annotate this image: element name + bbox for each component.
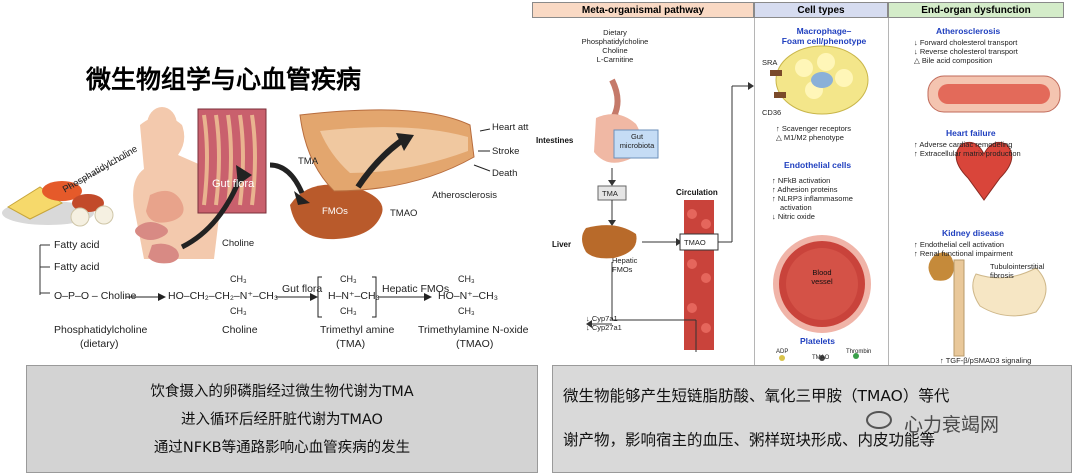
circulation-label: Circulation — [676, 188, 718, 197]
kidney-disease-title: Kidney disease — [942, 228, 1004, 238]
choline-name: Choline — [222, 324, 258, 336]
right-caption-line-2: 谢产物，影响宿主的血压、粥样斑块形成、内皮功能等 — [563, 431, 936, 449]
page-title: 微生物组学与心血管疾病 — [86, 65, 362, 94]
heart-attack-label: Heart att — [492, 122, 529, 133]
death-label: Death — [492, 168, 518, 179]
wechat-icon — [866, 411, 892, 429]
cd36-label: CD36 — [762, 108, 782, 117]
kidney-icon — [928, 252, 954, 281]
liver-label: Liver — [552, 240, 572, 249]
column-divider — [888, 18, 889, 365]
header-end-organ: End-organ dysfunction — [888, 2, 1064, 18]
thrombin-label: Thrombin — [846, 349, 872, 355]
tma-formula: H–N⁺–CH₃ — [328, 290, 380, 302]
meta-organismal-figure — [582, 45, 1061, 361]
kidney-effects: ↑ Endothelial cell activation↑ Renal fun… — [914, 240, 1013, 258]
intestines-label: Intestines — [536, 136, 574, 145]
tubule-icon — [953, 259, 965, 357]
ch3-label: CH₃ — [230, 306, 247, 316]
tmao-abbr: (TMAO) — [456, 338, 494, 350]
macrophage-title: Macrophage–Foam cell/phenotype — [781, 26, 867, 46]
gut-microbiota-box — [613, 129, 659, 159]
ch3-label: CH₃ — [458, 274, 475, 284]
header-cell-types: Cell types — [754, 2, 888, 18]
caption-line-2: 进入循环后经肝脏代谢为TMAO — [181, 412, 383, 428]
choline-formula: HO–CH₂–CH₂–N⁺–CH₃ — [168, 290, 279, 302]
tmao-formula: HO–N⁺–CH₃ — [438, 290, 498, 302]
hepatic-fmos-step: Hepatic FMOs — [382, 283, 450, 295]
tma-name: Trimethyl amine — [320, 324, 395, 336]
stomach-icon — [146, 190, 184, 223]
right-caption-box: 微生物能够产生短链脂肪酸、氧化三甲胺（TMAO）等代 谢产物，影响宿主的血压、粥… — [552, 365, 1072, 473]
liver-icon — [290, 184, 383, 240]
tma-abbr: (TMA) — [336, 338, 366, 350]
sra-label: SRA — [762, 58, 778, 67]
macrophage-effects: ↑ Scavenger receptors△ M1/M2 phenotype — [776, 124, 852, 142]
pc-formula: O–P–O – Choline — [54, 290, 137, 302]
tmao-box-label: TMAO — [684, 238, 706, 247]
caption-line-3: 通过NFKB等通路影响心血管疾病的发生 — [153, 440, 411, 456]
heart-icon — [955, 141, 1013, 201]
platelets-title: Platelets — [800, 336, 835, 346]
heart-failure-effects: ↑ Adverse cardiac remodeling↑ Extracellu… — [914, 140, 1021, 158]
tmao-pathway-illustration — [2, 107, 491, 318]
ch3-label: CH₃ — [340, 306, 357, 316]
liver-icon — [582, 225, 637, 259]
cyp-label: ↓ Cyp7a1↓ Cyp27a1 — [586, 314, 622, 332]
egg-icon — [94, 205, 114, 225]
gut-flora-label: Gut flora — [212, 178, 255, 190]
adp-label: ADP — [776, 349, 789, 355]
atherosclerosis-effects: ↓ Forward cholesterol transport↓ Reverse… — [914, 38, 1018, 65]
watermark-text: 心力衰竭网 — [904, 414, 1000, 436]
tma-label: TMA — [298, 156, 319, 167]
heart-failure-title: Heart failure — [946, 128, 996, 138]
left-caption-box: 饮食摄入的卵磷脂经过微生物代谢为TMA 进入循环后经肝脏代谢为TMAO 通过NF… — [26, 365, 538, 473]
tmao-small-label: TMAO — [812, 355, 830, 361]
right-caption-line-1: 微生物能够产生短链脂肪酸、氧化三甲胺（TMAO）等代 — [563, 387, 950, 405]
caption-line-1: 饮食摄入的卵磷脂经过微生物代谢为TMA — [150, 384, 414, 400]
pc-name: Phosphatidylcholine — [54, 324, 148, 336]
ch3-label: CH₃ — [458, 306, 475, 316]
choline-label: Choline — [222, 238, 255, 249]
endothelial-title: Endothelial cells — [784, 160, 852, 170]
header-pathway: Meta-organismal pathway — [532, 2, 754, 18]
atherosclerosis-title: Atherosclerosis — [936, 26, 1001, 36]
column-divider — [754, 18, 755, 365]
tma-label: TMA — [602, 189, 618, 198]
tgf-label: ↑ TGF-β/pSMAD3 signaling — [940, 356, 1032, 365]
tmao-name: Trimethylamine N-oxide — [418, 324, 529, 336]
ch3-label: CH₃ — [230, 274, 247, 284]
fibrosis-icon — [972, 267, 1047, 317]
gut-flora-step: Gut flora — [282, 283, 323, 295]
ch3-label: CH₃ — [340, 274, 357, 284]
fatty-acid-2: Fatty acid — [54, 261, 100, 273]
stroke-label: Stroke — [492, 146, 520, 157]
pc-diet: (dietary) — [80, 338, 119, 350]
fatty-acid-1: Fatty acid — [54, 239, 100, 251]
fmos-label: FMOs — [322, 206, 348, 217]
tmao-label: TMAO — [390, 208, 418, 219]
atherosclerosis-label: Atherosclerosis — [432, 190, 497, 201]
intestines-icon — [135, 222, 179, 264]
endothelial-effects: ↑ NFkB activation↑ Adhesion proteins ↑ N… — [772, 176, 853, 221]
